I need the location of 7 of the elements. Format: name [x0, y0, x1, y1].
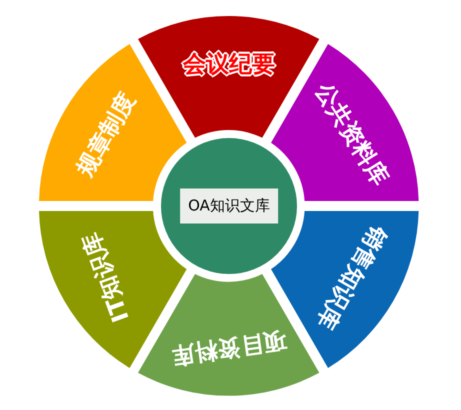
title-label: OA知识文库 [180, 188, 278, 224]
segment-label: 公共资料库 [310, 80, 392, 190]
segment-label: 项目资料库 [170, 328, 288, 366]
segment-label: 销售知识库 [312, 220, 390, 332]
segment-label: 会议纪要 [182, 54, 275, 76]
segment-label: 规章制度 [74, 90, 140, 182]
segment-label: IT知识库 [80, 228, 134, 324]
